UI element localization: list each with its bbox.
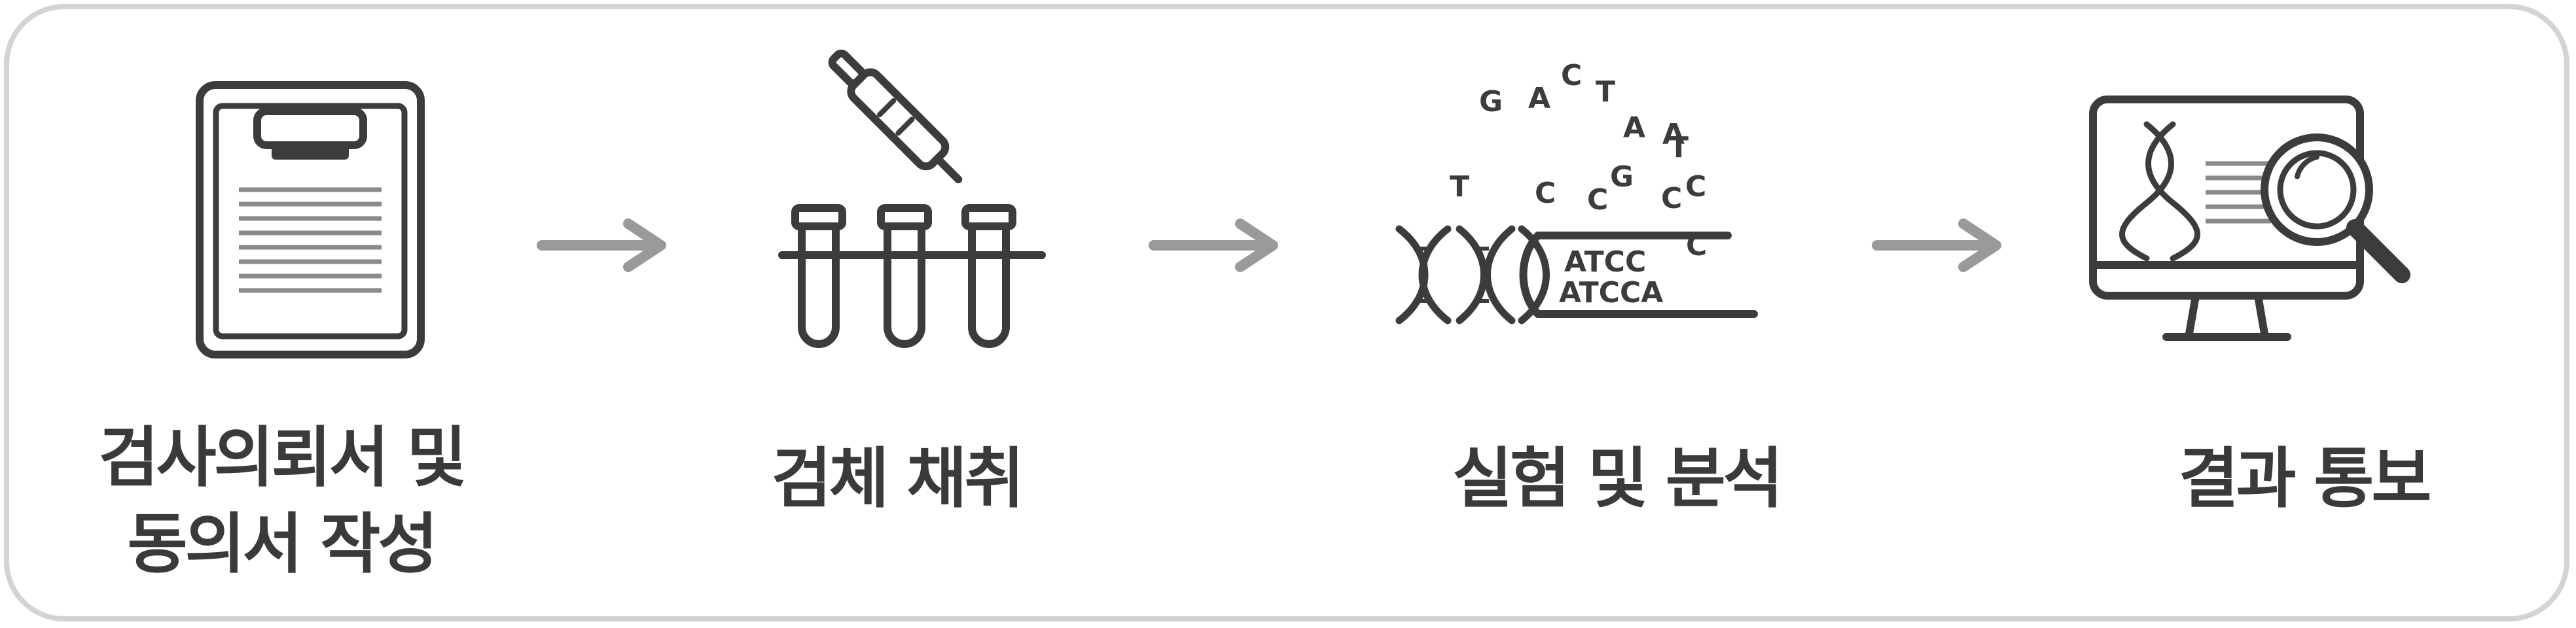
step-label: 검체 채취: [771, 440, 1025, 517]
step-specimen-collection: 검체 채취: [668, 0, 1126, 628]
dna-letter: C: [1587, 183, 1608, 217]
arrow-right-icon: [537, 218, 666, 272]
step-label: 결과 통보: [2178, 440, 2432, 517]
step-label-line2: 동의서 작성: [127, 506, 438, 582]
arrow-right-icon: [1149, 218, 1278, 272]
dna-letter: G: [1479, 85, 1503, 118]
step-label-line1: 검사의뢰서 및: [98, 419, 467, 496]
dna-letter: T: [1450, 170, 1469, 203]
dna-letter: A: [1528, 82, 1550, 115]
dna-letter: G: [1610, 160, 1634, 194]
dna-letter: A: [1623, 111, 1645, 145]
clipboard-icon: [196, 81, 425, 358]
dna-letter: C: [1661, 182, 1682, 215]
sequence-bottom: ATCCA: [1559, 276, 1663, 309]
process-frame: [4, 4, 2569, 621]
dna-letter: T: [1669, 131, 1689, 164]
dna-letter: C: [1685, 170, 1706, 203]
dna-letter: C: [1535, 177, 1556, 210]
dna-letter: A: [1662, 118, 1685, 151]
test-tubes-pipette-icon: [778, 49, 1046, 348]
sequence-top: ATCC: [1564, 245, 1646, 279]
dna-letter: T: [1596, 75, 1615, 109]
step-label: 실험 및 분석: [1452, 440, 1783, 517]
step-result-notification: 결과 통보: [2075, 0, 2533, 628]
dna-letter: C: [1561, 59, 1582, 92]
monitor-magnifier-icon: [2089, 96, 2410, 341]
step-request-form: 검사의뢰서 및 동의서 작성: [52, 0, 510, 628]
arrow-right-icon: [1872, 218, 2001, 272]
